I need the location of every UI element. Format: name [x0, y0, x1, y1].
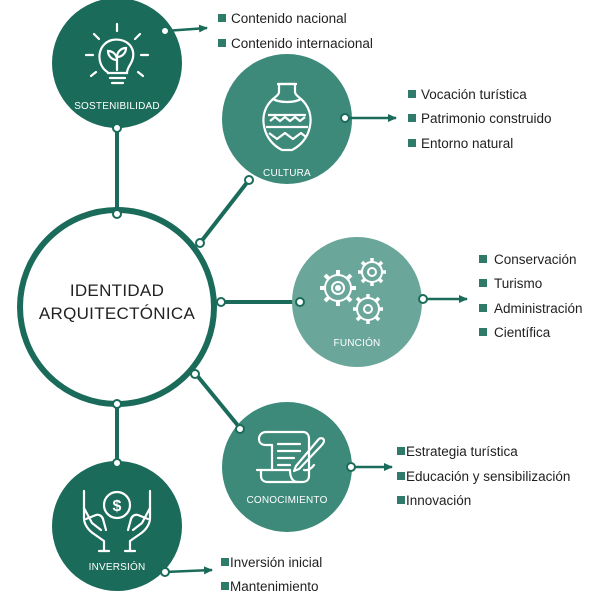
bullet-icon: [397, 496, 405, 504]
hands-coin-icon: $: [82, 489, 152, 553]
list-item: Inversión inicial: [230, 555, 322, 570]
list-item: Patrimonio construido: [421, 111, 552, 126]
vase-icon: [262, 82, 312, 152]
gears-icon: [320, 258, 386, 324]
node-inversion: $ INVERSIÓN: [52, 461, 182, 591]
node-label-sostenibilidad: SOSTENIBILIDAD: [74, 101, 160, 112]
node-cultura: CULTURA: [222, 54, 352, 184]
connector-conocimiento: [193, 371, 242, 430]
port-sostenibilidad: [160, 26, 170, 36]
connector-cultura: [198, 178, 251, 245]
list-item: Turismo: [494, 276, 542, 291]
scroll-quill-icon: [255, 430, 326, 484]
list-conocimiento: Estrategia turística Educación y sensibi…: [397, 444, 570, 508]
port-cultura: [340, 113, 350, 123]
list-item: Mantenimiento: [230, 579, 319, 593]
list-sostenibilidad: Contenido nacional Contenido internacion…: [218, 11, 373, 51]
node-conocimiento: CONOCIMIENTO: [222, 402, 352, 532]
bullet-icon: [218, 14, 226, 22]
port-funcion: [418, 294, 428, 304]
bullet-icon: [397, 472, 405, 480]
arrow-inversion: [164, 566, 213, 575]
center-title-line2: ARQUITECTÓNICA: [39, 304, 196, 323]
list-item: Administración: [494, 301, 583, 316]
bullet-icon: [408, 114, 416, 122]
bullet-icon: [221, 558, 229, 566]
bullet-icon: [408, 90, 416, 98]
node-label-cultura: CULTURA: [263, 168, 311, 179]
bullet-icon: [479, 279, 487, 287]
center-title-line1: IDENTIDAD: [70, 281, 164, 300]
list-item: Contenido internacional: [231, 36, 373, 51]
list-item: Vocación turística: [421, 87, 527, 102]
node-funcion: FUNCIÓN: [292, 237, 422, 367]
list-cultura: Vocación turística Patrimonio construido…: [408, 87, 552, 151]
node-sostenibilidad: SOSTENIBILIDAD: [52, 0, 182, 128]
connectors: [115, 111, 302, 464]
list-item: Estrategia turística: [406, 444, 518, 459]
arrow-sostenibilidad: [164, 24, 208, 33]
list-item: Entorno natural: [421, 136, 513, 151]
node-label-funcion: FUNCIÓN: [334, 336, 381, 349]
list-item: Científica: [494, 325, 551, 340]
bullet-icon: [397, 447, 405, 455]
junctions: [112, 123, 305, 468]
bullet-icon: [221, 582, 229, 590]
node-label-inversion: INVERSIÓN: [89, 560, 146, 573]
bullet-icon: [218, 39, 226, 47]
bullet-icon: [479, 255, 487, 263]
node-label-conocimiento: CONOCIMIENTO: [246, 495, 327, 506]
port-conocimiento: [346, 462, 356, 472]
bullet-icon: [408, 139, 416, 147]
list-funcion: Conservación Turismo Administración Cien…: [479, 252, 583, 340]
port-inversion: [160, 567, 170, 577]
list-item: Conservación: [494, 252, 577, 267]
bullet-icon: [479, 328, 487, 336]
list-inversion: Inversión inicial Mantenimiento: [221, 555, 322, 593]
list-item: Contenido nacional: [231, 11, 347, 26]
list-item: Innovación: [406, 493, 471, 508]
svg-text:$: $: [113, 498, 122, 515]
lightbulb-plant-icon: [84, 22, 150, 85]
bullet-icon: [479, 304, 487, 312]
list-item: Educación y sensibilización: [406, 469, 570, 484]
